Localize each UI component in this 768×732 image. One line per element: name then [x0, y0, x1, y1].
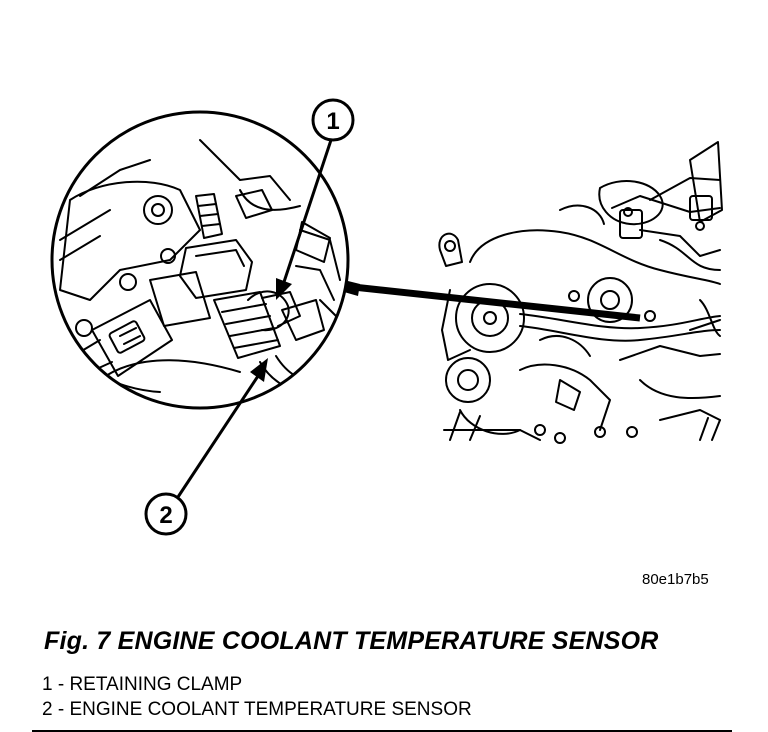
detail-magnifier: [50, 110, 350, 410]
legend-item-1: 1 - RETAINING CLAMP: [42, 674, 243, 695]
figure-code: 80e1b7b5: [642, 571, 709, 588]
callout-1: 1: [276, 98, 355, 300]
legend: 1 - RETAINING CLAMP 2 - ENGINE COOLANT T…: [42, 672, 472, 722]
bottom-rule: [32, 730, 732, 732]
engine-overview: [438, 141, 723, 444]
figure-caption: Fig. 7 ENGINE COOLANT TEMPERATURE SENSOR: [44, 627, 659, 655]
callout-1-number: 1: [326, 108, 339, 135]
callout-2-number: 2: [159, 502, 172, 529]
legend-item-2: 2 - ENGINE COOLANT TEMPERATURE SENSOR: [42, 699, 472, 720]
callout-2: 2: [144, 358, 268, 536]
engine-illustration: 1 2: [50, 98, 723, 536]
detail-pointer-arrow: [343, 282, 641, 322]
